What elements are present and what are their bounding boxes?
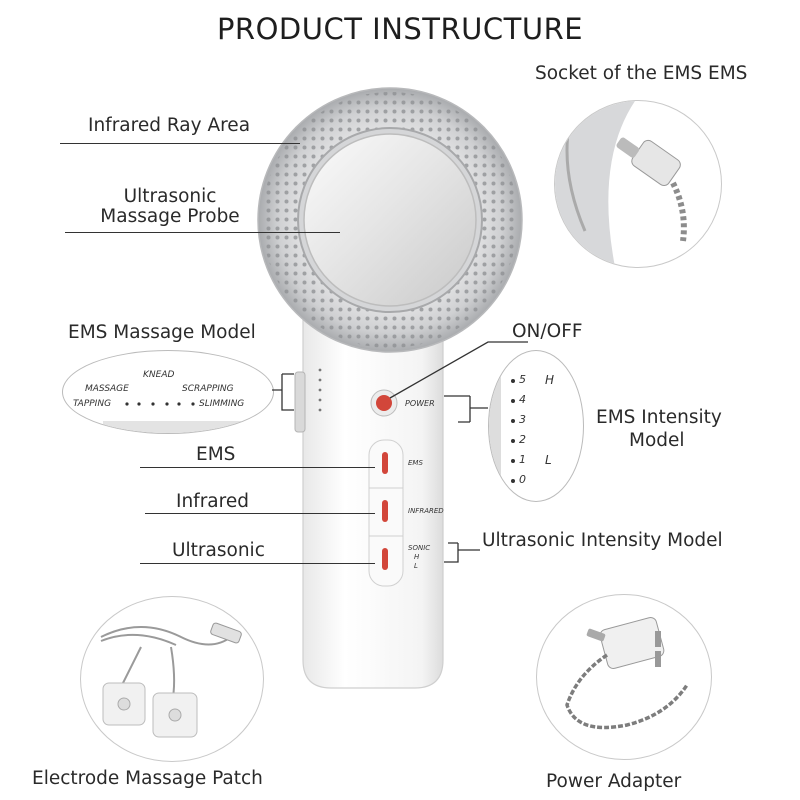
intensity-high: H — [545, 373, 555, 387]
ultrasonic-intensity-bracket — [444, 542, 480, 563]
label-ems: EMS — [196, 444, 236, 465]
label-electrode-patch: Electrode Massage Patch — [32, 768, 263, 789]
device-infrared-label: INFRARED — [408, 507, 444, 515]
leader-line — [60, 143, 300, 145]
on-off-leader — [389, 341, 528, 399]
intensity-bracket — [444, 395, 488, 423]
intensity-level-0: 0 — [519, 473, 526, 486]
leader-line — [140, 563, 375, 565]
intensity-level-3: 3 — [519, 413, 526, 426]
label-ems-intensity-2: Model — [629, 430, 685, 451]
label-ems-massage-model: EMS Massage Model — [68, 322, 256, 343]
intensity-level-1: 1 — [519, 453, 526, 466]
intensity-level-4: 4 — [519, 393, 526, 406]
intensity-low: L — [545, 453, 552, 467]
adapter-zoom-circle — [536, 594, 712, 760]
leader-line — [145, 513, 375, 515]
intensity-level-5: 5 — [519, 373, 526, 386]
mode-knead: KNEAD — [143, 370, 175, 380]
label-socket: Socket of the EMS EMS — [535, 63, 748, 84]
mode-slimming: SLIMMING — [199, 399, 245, 409]
intensity-zoom-oval: 5 4 3 2 1 0 H L — [488, 350, 584, 502]
label-on-off: ON/OFF — [512, 321, 583, 342]
mode-massage: MASSAGE — [85, 384, 129, 394]
device-sonic-h: H — [414, 553, 420, 561]
ultrasonic-probe — [303, 133, 477, 307]
page-title: PRODUCT INSTRUCTURE — [216, 12, 584, 46]
mode-bracket — [272, 373, 294, 411]
label-infrared: Infrared — [176, 491, 249, 512]
infrared-button — [382, 500, 388, 522]
device-ems-label: EMS — [408, 459, 423, 467]
sonic-button — [382, 548, 388, 570]
label-ultrasonic: Ultrasonic — [172, 540, 265, 561]
label-ultrasonic-probe-1: Ultrasonic — [123, 186, 217, 207]
ems-button — [382, 452, 388, 474]
label-ems-intensity-1: EMS Intensity — [596, 407, 722, 428]
leader-line — [140, 467, 375, 469]
label-infrared-ray-area: Infrared Ray Area — [88, 115, 251, 136]
power-button — [376, 395, 392, 411]
leader-line — [65, 232, 340, 234]
mode-scrapping: SCRAPPING — [182, 384, 234, 394]
device-power-label: POWER — [405, 399, 435, 408]
mode-tapping: TAPPING — [73, 399, 112, 409]
label-ultrasonic-probe-2: Massage Probe — [100, 206, 240, 227]
device-sonic-label: SONIC — [408, 544, 431, 552]
label-ultrasonic-intensity: Ultrasonic Intensity Model — [482, 530, 723, 551]
electrode-zoom-circle — [80, 596, 264, 762]
mode-zoom-oval: KNEAD MASSAGE SCRAPPING TAPPING SLIMMING — [62, 350, 274, 434]
label-power-adapter: Power Adapter — [546, 771, 682, 792]
device-sonic-l: L — [414, 562, 418, 570]
intensity-level-2: 2 — [519, 433, 526, 446]
socket-zoom-circle — [554, 100, 722, 268]
